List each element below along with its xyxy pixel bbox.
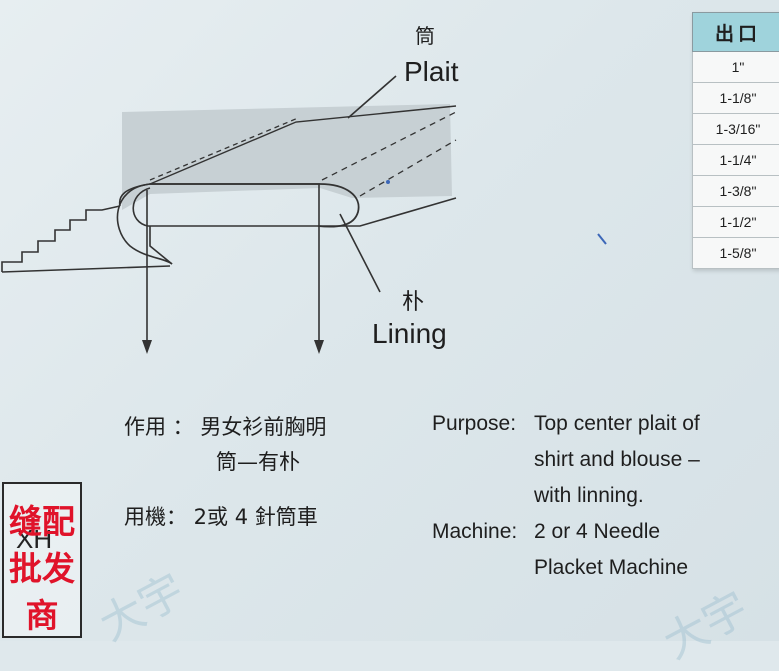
machine-line: Placket Machine bbox=[432, 550, 752, 586]
size-cell: 1-5/8" bbox=[693, 238, 779, 269]
arrow-left-head bbox=[142, 340, 152, 354]
usage-cn-line: 作用 ： 男女衫前胸明 bbox=[124, 410, 424, 445]
ink-mark bbox=[598, 234, 606, 244]
tong-label: 筒 bbox=[415, 20, 435, 49]
size-cell: 1-3/8" bbox=[693, 176, 779, 207]
stamp-red-text: 缝配 批发商 bbox=[0, 498, 84, 639]
machine-line: 2 or 4 Needle bbox=[534, 520, 660, 543]
size-table: 出口 1" 1-1/8" 1-3/16" 1-1/4" 1-3/8" 1-1/2… bbox=[692, 12, 779, 269]
fabric-shade-panel bbox=[122, 104, 452, 210]
purpose-line: shirt and blouse – bbox=[432, 442, 752, 478]
machine-description-cn: 用機： 2或 4 針筒車 bbox=[124, 500, 318, 535]
stamp-box: XH 缝配 批发商 bbox=[2, 482, 82, 638]
purpose-key: Purpose: bbox=[432, 406, 534, 442]
usage-description-cn: 作用 ： 男女衫前胸明 筒—有朴 bbox=[124, 410, 424, 480]
size-cell: 1-3/16" bbox=[693, 114, 779, 145]
purpose-line: Top center plait of bbox=[534, 412, 700, 435]
machine-key: Machine: bbox=[432, 514, 534, 550]
stamp-red-line: 缝配 bbox=[0, 498, 84, 545]
size-cell: 1-1/4" bbox=[693, 145, 779, 176]
size-cell: 1-1/8" bbox=[693, 83, 779, 114]
pu-label: 朴 bbox=[402, 284, 424, 316]
fabric-lower-band bbox=[150, 198, 456, 264]
fold-inner bbox=[133, 188, 318, 226]
stamp-red-line: 批发商 bbox=[0, 545, 84, 639]
size-table-header: 出口 bbox=[693, 13, 779, 52]
arrow-right-head bbox=[314, 340, 324, 354]
purpose-description-en: Purpose:Top center plait of shirt and bl… bbox=[432, 406, 752, 514]
fabric-bottom-edge bbox=[2, 266, 170, 272]
size-cell: 1-1/2" bbox=[693, 207, 779, 238]
fabric-stair-edge bbox=[2, 206, 120, 272]
size-cell: 1" bbox=[693, 52, 779, 83]
purpose-line: with linning. bbox=[432, 478, 752, 514]
plait-label: Plait bbox=[404, 56, 458, 88]
usage-cn-line: 筒—有朴 bbox=[124, 445, 424, 480]
machine-description-en: Machine:2 or 4 Needle Placket Machine bbox=[432, 514, 752, 586]
ink-speck bbox=[386, 180, 390, 184]
lining-label: Lining bbox=[372, 318, 447, 350]
